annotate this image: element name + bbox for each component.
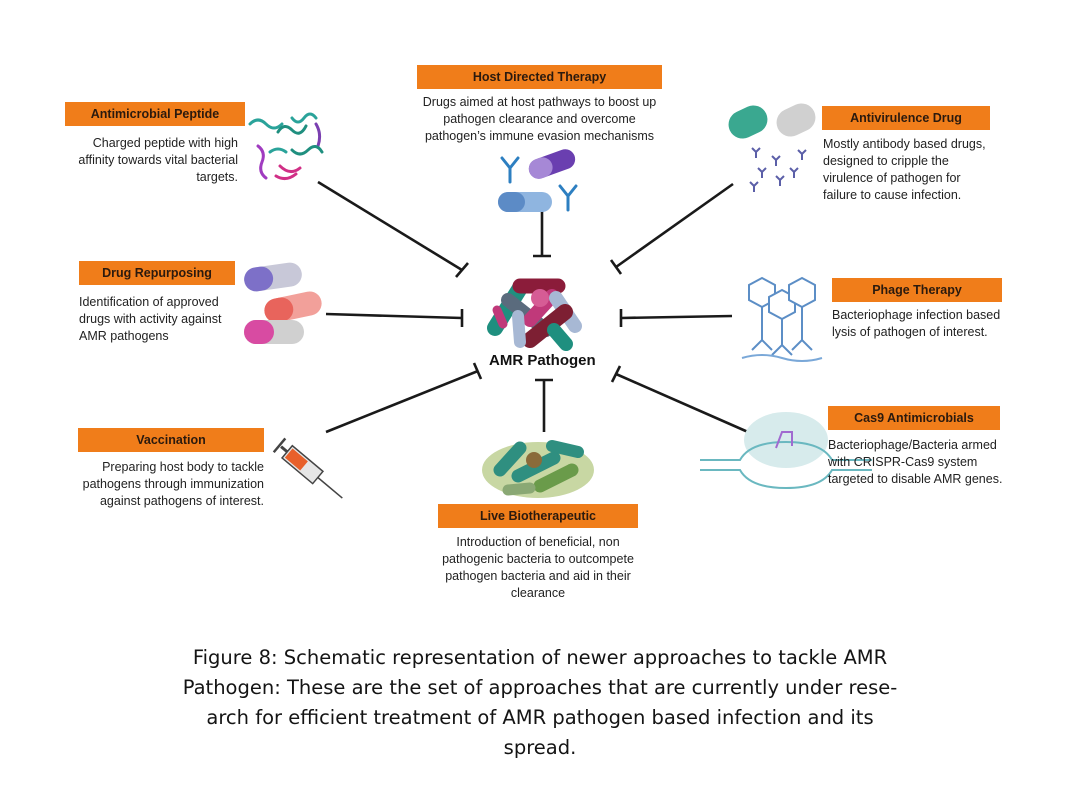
connector-bar-cas9: [610, 365, 622, 383]
drug-capsules-icon: [244, 262, 322, 344]
description-line: targeted to disable AMR genes.: [828, 472, 1003, 486]
description-line: pathogenic bacteria to outcompete: [442, 552, 634, 566]
cas9-antimicrobials-description: Bacteriophage/Bacteria armed with CRISPR…: [828, 437, 1028, 488]
description-line: pathogen clearance and overcome: [443, 112, 636, 126]
description-line: virulence of pathogen for: [823, 171, 961, 185]
diagram-graphics: [244, 103, 872, 499]
figure-caption: Figure 8: Schematic representation of ne…: [100, 643, 980, 763]
caption-line: Pathogen: These are the set of approache…: [182, 676, 898, 699]
description-line: Charged peptide with high: [92, 136, 238, 150]
live-biotherapeutic-bacteria-icon: [482, 440, 594, 498]
description-line: pathogen’s immune evasion mechanisms: [424, 129, 655, 143]
bacteriophage-icon: [741, 276, 823, 362]
syringe-icon: [272, 437, 343, 499]
connector-vaccination: [325, 369, 479, 434]
connectors: [317, 180, 749, 434]
antivirulence-drug-description: Mostly antibody based drugs, designed to…: [823, 136, 1023, 204]
cas9-antimicrobials-title: Cas9 Antimicrobials: [828, 406, 1000, 430]
host-directed-therapy-description: Drugs aimed at host pathways to boost up…: [402, 94, 677, 145]
phage-therapy-description: Bacteriophage infection based lysis of p…: [832, 307, 1032, 341]
description-line: against pathogens of interest.: [99, 494, 264, 508]
live-biotherapeutic-title: Live Biotherapeutic: [438, 504, 638, 528]
live-biotherapeutic-description: Introduction of beneficial, non pathogen…: [418, 534, 658, 602]
description-line: affinity towards vital bacterial: [78, 153, 238, 167]
description-line: drugs with activity against: [79, 312, 222, 326]
antimicrobial-peptide-description: Charged peptide with high affinity towar…: [40, 135, 238, 186]
description-line: lysis of pathogen of interest.: [832, 325, 988, 339]
crispr-cas9-icon: [700, 412, 872, 490]
caption-line: Figure 8: Schematic representation of ne…: [192, 646, 888, 669]
connector-cas9: [615, 372, 749, 434]
description-line: Identification of approved: [79, 295, 219, 309]
host-directed-therapy-icon: [498, 149, 578, 212]
description-line: failure to cause infection.: [823, 188, 962, 202]
description-line: AMR pathogens: [79, 329, 169, 343]
connector-bar-antivirulence: [609, 259, 623, 275]
peptide-squiggles-icon: [248, 112, 324, 181]
caption-line: arch for efficient treatment of AMR path…: [206, 706, 874, 729]
description-line: Mostly antibody based drugs,: [823, 137, 986, 151]
antivirulence-drug-title: Antivirulence Drug: [822, 106, 990, 130]
description-line: Preparing host body to tackle: [102, 460, 264, 474]
description-line: pathogen bacteria and aid in their: [445, 569, 631, 583]
vaccination-title: Vaccination: [78, 428, 264, 452]
description-line: targets.: [196, 170, 238, 184]
connector-bar-antimicrobial-peptide: [455, 262, 469, 278]
description-line: Bacteriophage infection based: [832, 308, 1001, 322]
vaccination-description: Preparing host body to tackle pathogens …: [50, 459, 264, 510]
host-directed-therapy-title: Host Directed Therapy: [417, 65, 662, 89]
description-line: pathogens through immunization: [82, 477, 264, 491]
description-line: Drugs aimed at host pathways to boost up: [422, 95, 657, 109]
connector-bar-vaccination: [472, 362, 483, 380]
description-line: with CRISPR-Cas9 system: [828, 455, 978, 469]
amr-pathogen-cluster-icon: [487, 278, 582, 351]
antimicrobial-peptide-title: Antimicrobial Peptide: [65, 102, 245, 126]
antivirulence-icon: [728, 103, 816, 192]
description-line: designed to cripple the: [823, 154, 949, 168]
connector-antivirulence: [615, 182, 734, 269]
drug-repurposing-title: Drug Repurposing: [79, 261, 235, 285]
description-line: Bacteriophage/Bacteria armed: [828, 438, 997, 452]
connector-drug-repurposing: [325, 312, 463, 320]
amr-approaches-diagram: Host Directed Therapy Drugs aimed at hos…: [40, 65, 1032, 602]
amr-pathogen-label: AMR Pathogen: [489, 352, 596, 369]
drug-repurposing-description: Identification of approved drugs with ac…: [79, 294, 249, 345]
caption-line: spread.: [503, 736, 577, 759]
description-line: Introduction of beneficial, non: [456, 535, 620, 549]
connector-phage-therapy: [620, 314, 733, 320]
phage-therapy-title: Phage Therapy: [832, 278, 1002, 302]
connector-antimicrobial-peptide: [317, 180, 463, 272]
description-line: clearance: [510, 586, 566, 600]
